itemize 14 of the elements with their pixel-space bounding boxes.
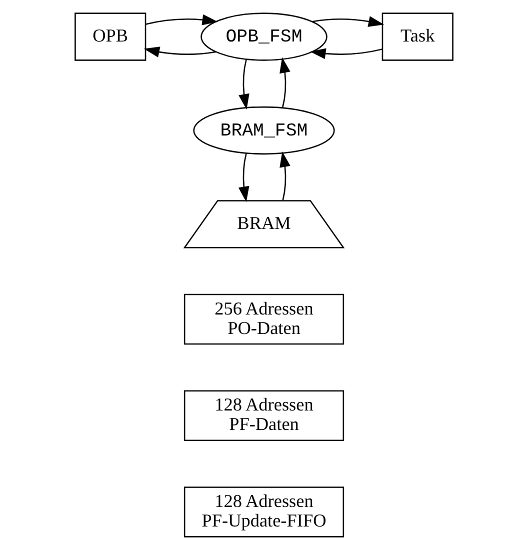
arrow	[144, 46, 216, 58]
arrow	[146, 14, 218, 26]
node-box: 128 Adressen PF-Daten	[184, 390, 344, 441]
node-box: 128 Adressen PF-Update-FIFO	[184, 486, 344, 538]
arrow	[312, 16, 384, 27]
node-box: 256 Adressen PO-Daten	[184, 294, 344, 345]
node-ellipse: BRAM_FSM	[193, 106, 335, 155]
arrow	[280, 57, 290, 108]
node-box: OPB	[74, 12, 146, 61]
arrow	[280, 151, 290, 200]
node-box: Task	[382, 12, 454, 61]
arrow	[238, 153, 250, 202]
arrow	[238, 59, 250, 110]
arrow	[310, 48, 382, 60]
